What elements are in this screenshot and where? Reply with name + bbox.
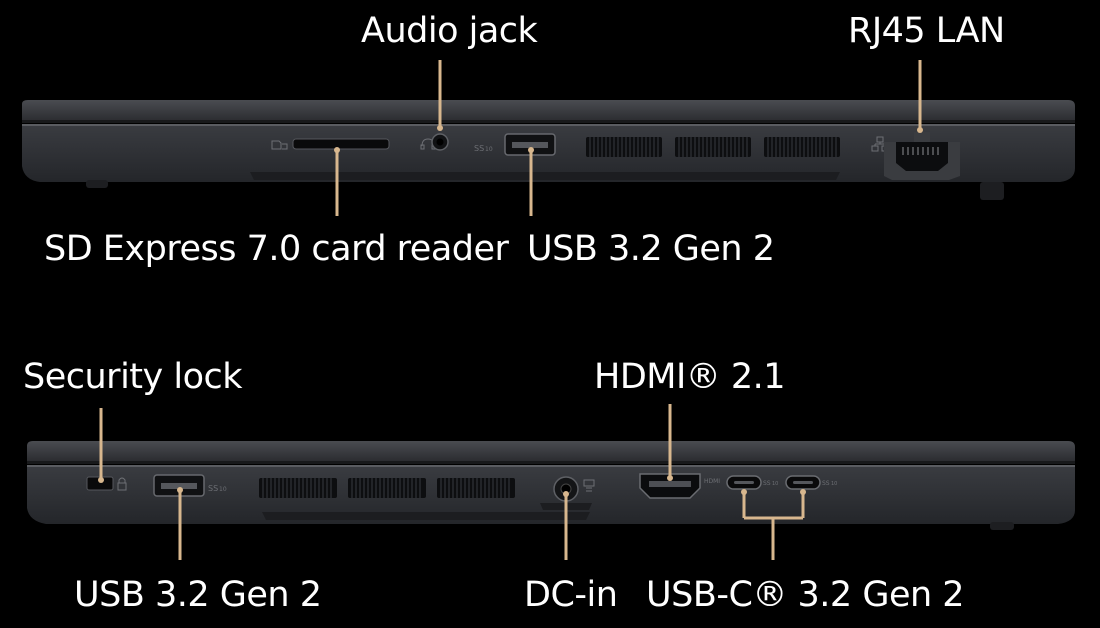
label-sd-card-reader: SD Express 7.0 card reader [44, 229, 509, 269]
label-dc-in: DC-in [524, 575, 618, 615]
svg-text:10: 10 [831, 481, 837, 487]
ethernet-port [884, 132, 960, 180]
usb-c-pd-icon: SS 10 [822, 480, 837, 487]
sd-card-icon [271, 140, 288, 150]
hdmi-text-icon: HDMI [704, 478, 720, 485]
svg-text:10: 10 [485, 146, 493, 153]
usb-c-dp-icon: SS 10 [763, 480, 778, 487]
sd-card-slot [292, 138, 390, 150]
svg-text:10: 10 [772, 481, 778, 487]
label-security-lock: Security lock [23, 357, 243, 397]
svg-text:SS: SS [474, 144, 484, 153]
power-icon [583, 479, 595, 492]
svg-text:SS: SS [763, 480, 771, 487]
label-audio-jack: Audio jack [361, 11, 538, 51]
lock-icon [117, 477, 127, 491]
laptop-left-side: SS 10 HDMI [27, 441, 1075, 530]
usb-ss10-icon: SS 10 [208, 484, 227, 493]
svg-text:SS: SS [208, 484, 218, 493]
hdmi-icon [639, 473, 701, 499]
label-usb-left: USB 3.2 Gen 2 [74, 575, 322, 615]
svg-text:SS: SS [822, 480, 830, 487]
label-rj45-lan: RJ45 LAN [848, 11, 1005, 51]
usb-ss10-icon: SS 10 [474, 144, 493, 153]
vent-grilles [259, 478, 515, 498]
leader-lines-left-side [98, 404, 806, 560]
leader-lines-right-side [334, 60, 923, 216]
vent-grilles [586, 137, 840, 157]
label-usb-right: USB 3.2 Gen 2 [527, 229, 775, 269]
label-hdmi: HDMI® 2.1 [594, 357, 786, 397]
laptop-right-side: SS 10 [22, 100, 1075, 200]
svg-text:10: 10 [219, 486, 227, 493]
label-usb-c: USB-C® 3.2 Gen 2 [646, 575, 965, 615]
